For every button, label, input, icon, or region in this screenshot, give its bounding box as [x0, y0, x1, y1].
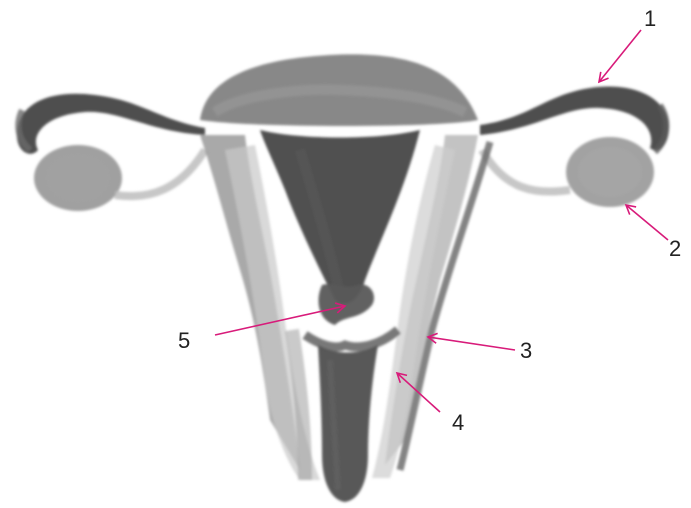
arrow-3	[428, 337, 515, 350]
left-fallopian-tube	[17, 94, 205, 154]
vagina	[318, 345, 378, 502]
arrow-1	[599, 30, 641, 82]
label-5: 5	[178, 328, 190, 353]
label-2: 2	[669, 236, 681, 261]
arrow-2	[626, 205, 668, 240]
label-1: 1	[644, 6, 656, 31]
right-fallopian-tube	[480, 87, 669, 151]
label-3: 3	[520, 338, 532, 363]
cervix	[318, 284, 374, 325]
label-4: 4	[452, 410, 464, 435]
uterus-illustration	[17, 54, 669, 502]
